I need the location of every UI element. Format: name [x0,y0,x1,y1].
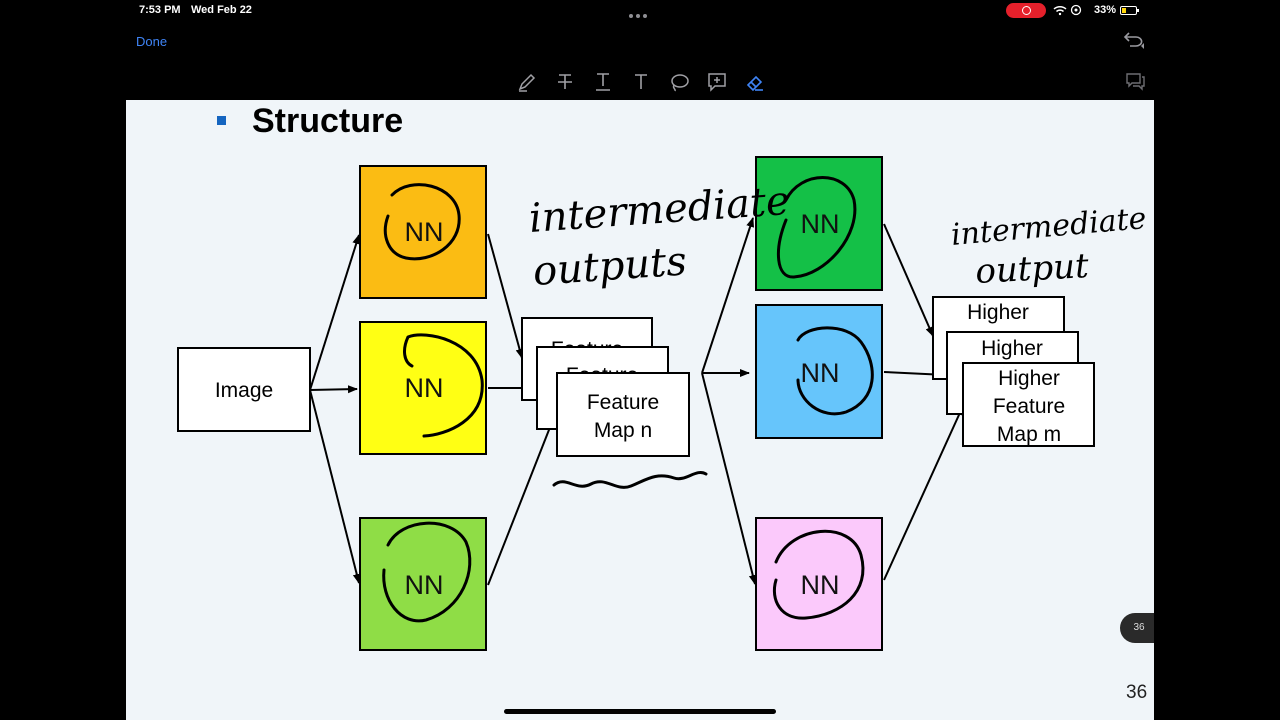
arrow-image-to-nn-top [309,234,361,391]
network-diagram: Image NN NN NN NN NN NN Feature [177,156,1148,651]
feature-map-front-line1: Feature [587,391,659,414]
underline-text-icon[interactable] [591,70,615,94]
arrow-nn-top-to-feature [487,233,524,359]
arrow-nn2-top-to-higher [883,223,934,337]
feature-map-front [556,372,690,457]
higher-map-front-line1: Higher [998,367,1060,390]
feature-map-front-line2: Map n [594,419,652,442]
lasso-icon[interactable] [667,70,691,94]
arrow-nn2-bottom-to-higher [883,405,964,581]
home-indicator[interactable] [504,709,776,714]
arrow-feature-to-nn2-bottom [701,372,757,585]
handwriting-outputs-1: outputs [531,238,688,295]
arrow-feature-to-nn2-top [701,217,754,374]
text-icon[interactable] [629,70,653,94]
handwriting-squiggle [552,471,708,489]
handwriting-circle-3 [382,521,472,623]
slide-title: Structure [252,102,404,140]
handwriting-circle-2 [403,333,484,438]
handwriting-circle-6 [772,530,865,620]
handwriting-circle-5 [796,326,874,416]
image-box [177,347,311,432]
screen-recording-icon[interactable] [1006,3,1046,18]
nn-label-2: NN [405,373,444,403]
status-date: Wed Feb 22 [191,4,252,16]
nn-box-yellow [359,321,487,455]
arrow-nn-bottom-to-feature [487,411,557,586]
status-bar: 7:53 PM Wed Feb 22 33% [0,0,1280,22]
nn-box-orange [359,165,487,299]
nn-label-1: NN [405,217,444,247]
handwriting-intermediate-2: intermediate [950,201,1148,253]
higher-map-front-line2: Feature [993,395,1065,418]
status-time: 7:53 PM [139,4,181,16]
handwriting-circle-4 [776,176,857,279]
wifi-icon [1052,4,1086,19]
battery-percent: 33% [1094,4,1117,16]
higher-map-front-line3: Map m [997,423,1061,446]
nn-label-3: NN [405,570,444,600]
arrow-image-to-nn-mid [309,385,358,394]
bullet-marker [217,116,226,125]
pen-icon[interactable] [515,70,539,94]
page-indicator-tab[interactable]: 36 [1120,613,1154,643]
done-button[interactable]: Done [136,34,168,49]
comments-icon[interactable] [1124,70,1146,92]
arrow-image-to-nn-bottom [309,389,361,584]
higher-map-back-2-label: Higher [981,337,1043,360]
image-box-label: Image [215,379,273,402]
higher-map-front [962,362,1095,447]
battery-icon [1120,6,1139,15]
slide-page-number: 36 [1126,682,1148,703]
higher-map-back-1-label: Higher [967,301,1029,324]
multitasking-dots-icon[interactable] [629,8,653,18]
add-comment-icon[interactable] [705,70,729,94]
nn-label-4: NN [801,209,840,239]
undo-icon[interactable] [1122,30,1144,50]
slide-page[interactable]: Structure Image [126,100,1154,720]
nn-label-5: NN [801,358,840,388]
eraser-icon[interactable] [743,70,767,94]
handwriting-intermediate-1: intermediate [527,178,791,242]
nn-label-6: NN [801,570,840,600]
handwriting-circle-1 [383,183,461,261]
strikethrough-icon[interactable] [553,70,577,94]
handwriting-output-2: output [974,246,1090,292]
